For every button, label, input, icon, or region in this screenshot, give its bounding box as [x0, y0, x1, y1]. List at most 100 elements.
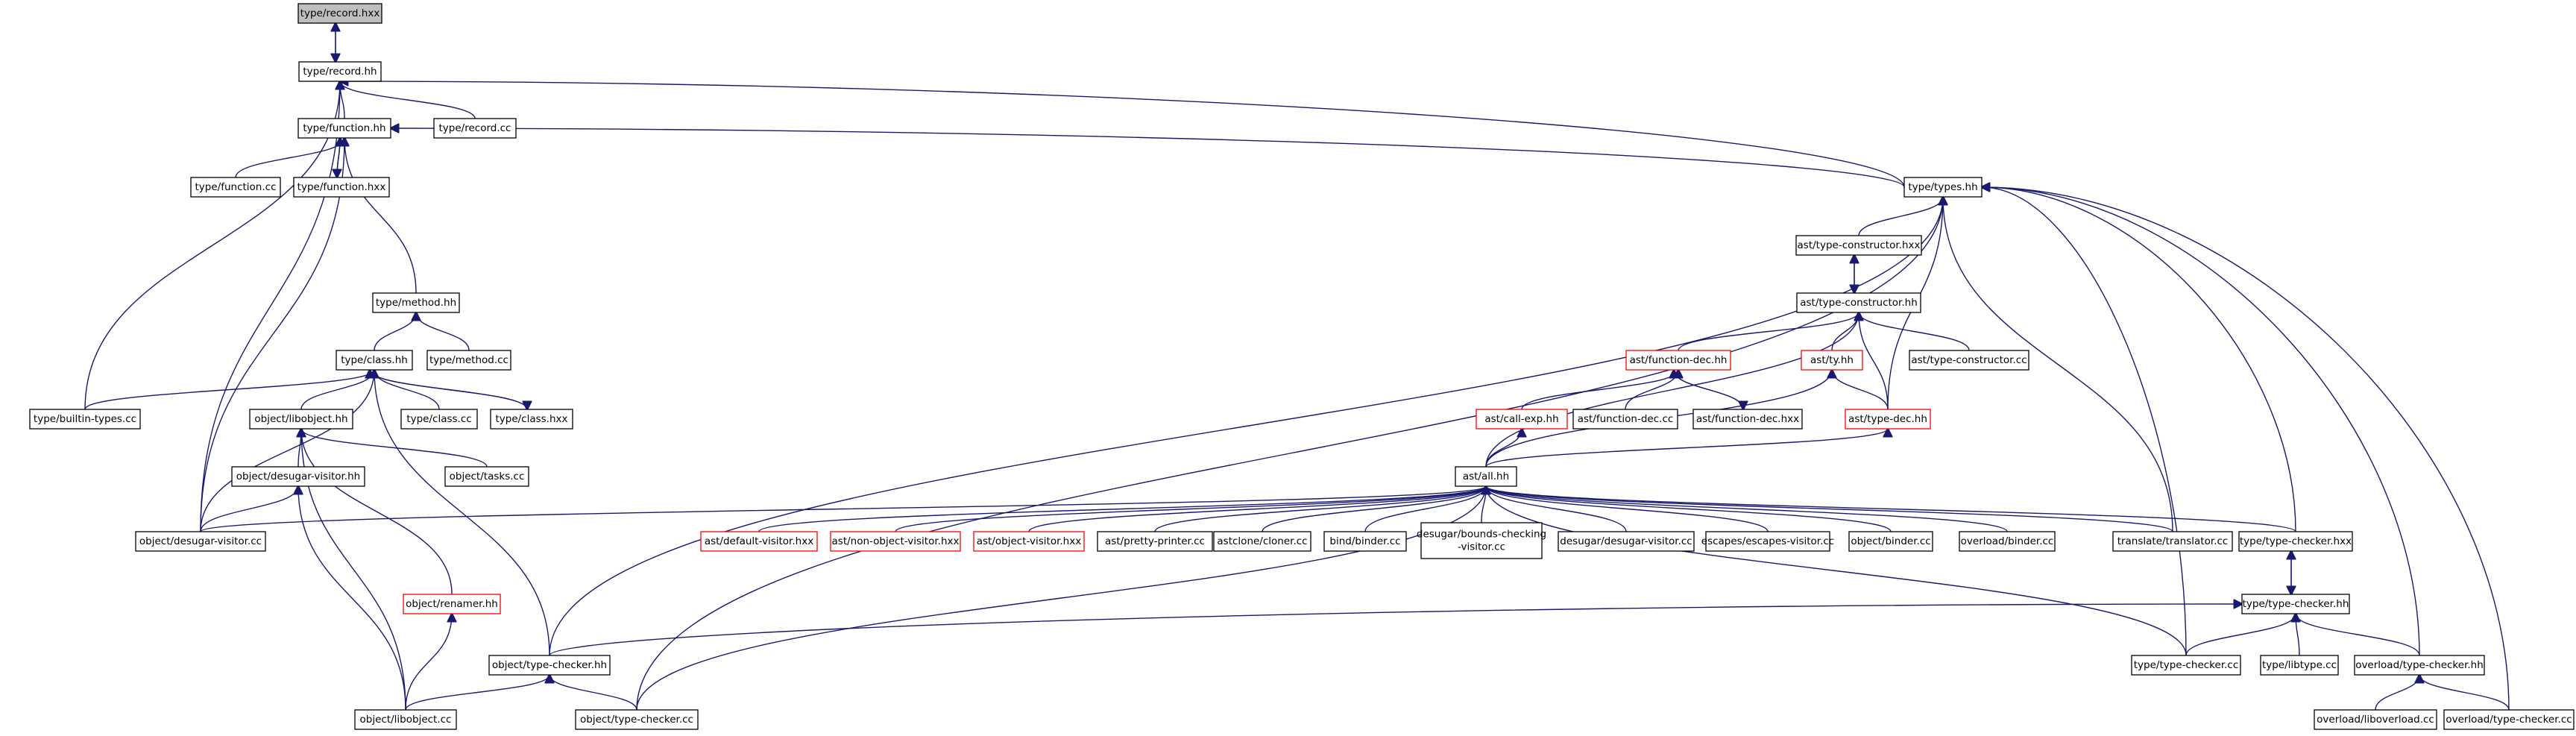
node-method-hh[interactable]: type/method.hh — [372, 292, 460, 313]
node-label: type/type-checker.hxx — [2240, 535, 2352, 547]
node-escapes-cc[interactable]: escapes/escapes-visitor.cc — [1701, 531, 1834, 552]
node-box — [444, 466, 529, 487]
node-box — [231, 466, 365, 487]
node-label: object/type-checker.cc — [580, 714, 693, 726]
edge-obj_type_checker_hh-to-class_hh — [374, 370, 550, 656]
node-renamer-hh[interactable]: object/renamer.hh — [403, 594, 501, 614]
node-box — [293, 177, 390, 198]
node-record-hh[interactable]: type/record.hh — [298, 61, 382, 82]
node-label: ast/function-dec.hh — [1630, 354, 1728, 366]
node-type-constructor-hxx[interactable]: ast/type-constructor.hxx — [1795, 235, 1922, 256]
node-label: ast/default-visitor.hxx — [705, 535, 813, 547]
edge-libobject_cc-to-renamer_hh — [405, 614, 452, 711]
node-record-cc[interactable]: type/record.cc — [433, 118, 517, 139]
node-type-constructor-cc[interactable]: ast/type-constructor.cc — [1909, 350, 2029, 371]
node-type-checker-hh[interactable]: type/type-checker.hh — [2241, 594, 2350, 614]
node-pretty-printer-cc[interactable]: ast/pretty-printer.cc — [1097, 531, 1213, 552]
node-box — [1625, 350, 1731, 371]
node-label: ast/object-visitor.hxx — [977, 535, 1081, 547]
edge-escapes_cc-to-all_hh — [1486, 486, 1769, 532]
node-type-dec-hh[interactable]: ast/type-dec.hh — [1845, 409, 1931, 430]
node-default-visitor-hxx[interactable]: ast/default-visitor.hxx — [700, 531, 818, 552]
node-class-hh[interactable]: type/class.hh — [336, 350, 413, 371]
node-label: object/libobject.cc — [360, 714, 452, 726]
node-tasks-cc[interactable]: object/tasks.cc — [444, 466, 529, 487]
node-box — [575, 709, 699, 730]
node-box — [1692, 409, 1803, 430]
node-label: ast/ty.hh — [1810, 354, 1854, 366]
node-obj-type-checker-cc[interactable]: object/type-checker.cc — [575, 709, 699, 730]
node-label: ast/type-constructor.cc — [1911, 354, 2027, 366]
node-box — [490, 409, 573, 430]
node-type-constructor-hh[interactable]: ast/type-constructor.hh — [1796, 292, 1921, 313]
node-box — [403, 594, 501, 614]
edge-default_visitor_hxx-to-all_hh — [758, 486, 1486, 532]
node-label: ast/function-dec.hxx — [1696, 413, 1799, 425]
node-box — [2238, 531, 2353, 552]
node-box — [1455, 466, 1517, 487]
node-label: ast/type-constructor.hh — [1800, 297, 1918, 309]
node-box — [1801, 350, 1863, 371]
node-function-hh[interactable]: type/function.hh — [297, 118, 391, 139]
node-translator-cc[interactable]: translate/translator.cc — [2112, 531, 2233, 552]
node-box — [1213, 531, 1311, 552]
node-overload-binder-cc[interactable]: overload/binder.cc — [1959, 531, 2056, 552]
node-function-dec-hxx[interactable]: ast/function-dec.hxx — [1692, 409, 1803, 430]
node-non-object-visitor-hxx[interactable]: ast/non-object-visitor.hxx — [830, 531, 961, 552]
node-box — [1323, 531, 1407, 552]
node-binder-cc[interactable]: bind/binder.cc — [1323, 531, 1407, 552]
edge-libtype_cc-to-type_checker_hh — [2296, 614, 2299, 656]
node-type-checker-hxx[interactable]: type/type-checker.hxx — [2238, 531, 2353, 552]
node-class-hxx[interactable]: type/class.hxx — [490, 409, 573, 430]
node-function-hxx[interactable]: type/function.hxx — [293, 177, 390, 198]
node-label: type/function.hh — [303, 122, 385, 134]
edge-method_cc-to-method_hh — [416, 312, 470, 351]
node-libobject-hh[interactable]: object/libobject.hh — [249, 409, 353, 430]
node-obj-type-checker-hh[interactable]: object/type-checker.hh — [488, 655, 611, 676]
node-desugar-visitor-cc[interactable]: object/desugar-visitor.cc — [135, 531, 266, 552]
node-label: object/tasks.cc — [450, 471, 525, 482]
node-libobject-cc[interactable]: object/libobject.cc — [354, 709, 457, 730]
node-label: escapes/escapes-visitor.cc — [1701, 535, 1834, 547]
node-object-binder-cc[interactable]: object/binder.cc — [1848, 531, 1933, 552]
edge-all_hh-to-call_exp_hh — [1485, 429, 1522, 468]
node-function-dec-cc[interactable]: ast/function-dec.cc — [1572, 409, 1678, 430]
node-object-visitor-hxx[interactable]: ast/object-visitor.hxx — [973, 531, 1085, 552]
node-label: ast/pretty-printer.cc — [1105, 535, 1205, 547]
dependency-edges — [84, 23, 2510, 711]
node-record-hxx[interactable]: type/record.hxx — [297, 3, 382, 24]
node-ovl-type-checker-cc[interactable]: overload/type-checker.cc — [2443, 709, 2575, 730]
node-libtype-cc[interactable]: type/libtype.cc — [2260, 655, 2339, 676]
node-label: ast/all.hh — [1463, 471, 1509, 482]
node-method-cc[interactable]: type/method.cc — [426, 350, 511, 371]
node-function-dec-hh[interactable]: ast/function-dec.hh — [1625, 350, 1731, 371]
node-call-exp-hh[interactable]: ast/call-exp.hh — [1476, 409, 1568, 430]
node-label: type/class.hh — [341, 354, 408, 366]
node-box — [249, 409, 353, 430]
node-ty-hh[interactable]: ast/ty.hh — [1801, 350, 1863, 371]
node-label: ast/function-dec.cc — [1578, 413, 1674, 425]
node-label: type/type-checker.cc — [2134, 659, 2239, 671]
node-label: overload/type-checker.cc — [2446, 714, 2572, 726]
node-label: type/method.hh — [376, 297, 456, 309]
node-box — [2354, 655, 2485, 676]
node-box — [433, 118, 517, 139]
node-desugar-visitor-hh[interactable]: object/desugar-visitor.hh — [231, 466, 365, 487]
node-all-hh[interactable]: ast/all.hh — [1455, 466, 1517, 487]
node-class-cc[interactable]: type/class.cc — [400, 409, 478, 430]
edge-type_dec_hh-to-ty_hh — [1832, 370, 1889, 410]
node-builtin-cc[interactable]: type/builtin-types.cc — [29, 409, 141, 430]
file-nodes: type/record.hxx type/record.hh type/record… — [29, 3, 2575, 730]
node-desugar-desugar-cc[interactable]: desugar/desugar-visitor.cc — [1558, 531, 1695, 552]
node-label: type/record.hxx — [300, 7, 380, 19]
node-bounds-checking-cc[interactable]: desugar/bounds-checking-visitor.cc — [1417, 522, 1546, 559]
node-type-checker-cc[interactable]: type/type-checker.cc — [2131, 655, 2241, 676]
node-types-hh[interactable]: type/types.hh — [1903, 177, 1983, 198]
node-liboverload-cc[interactable]: overload/liboverload.cc — [2314, 709, 2437, 730]
node-cloner-cc[interactable]: astclone/cloner.cc — [1213, 531, 1311, 552]
node-ovl-type-checker-hh[interactable]: overload/type-checker.hh — [2354, 655, 2485, 676]
edge-object_binder_cc-to-all_hh — [1486, 486, 1892, 532]
node-function-cc[interactable]: type/function.cc — [190, 177, 281, 198]
node-label: type/libtype.cc — [2262, 659, 2337, 671]
